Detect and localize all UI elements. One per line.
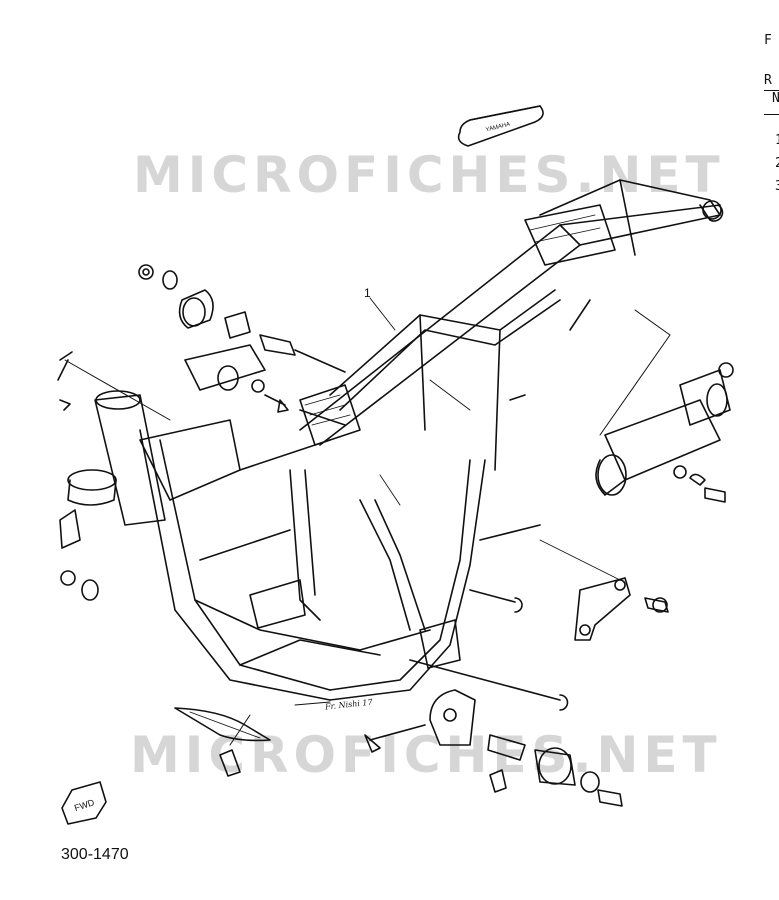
- catalog-number: 300-1470: [61, 846, 129, 863]
- bottom-mount: [219, 689, 623, 807]
- tail-pad: YAMAHA: [457, 105, 544, 147]
- main-frame: [67, 179, 724, 701]
- guard-plate: [174, 707, 271, 746]
- callout-part-1: 1: [364, 286, 371, 300]
- table-header-ref: R: [764, 73, 772, 88]
- left-small-parts: [57, 351, 171, 601]
- lower-bracket: [364, 577, 669, 753]
- table-header-no: N: [772, 91, 779, 106]
- table-row: 1: [775, 133, 779, 148]
- fwd-tag: FWD: [61, 781, 107, 825]
- table-title-fragment: F: [764, 33, 772, 48]
- table-row: 3: [775, 179, 779, 194]
- table-row: 2: [775, 156, 779, 171]
- rear-hardware: [595, 309, 734, 503]
- seat-tag: YAMAHA: [485, 122, 511, 134]
- upper-mount-hardware: [138, 264, 346, 426]
- watermark-bottom: MICROFICHES.NET: [130, 726, 722, 784]
- fwd-text: FWD: [73, 797, 96, 813]
- leader-lines: [294, 297, 621, 706]
